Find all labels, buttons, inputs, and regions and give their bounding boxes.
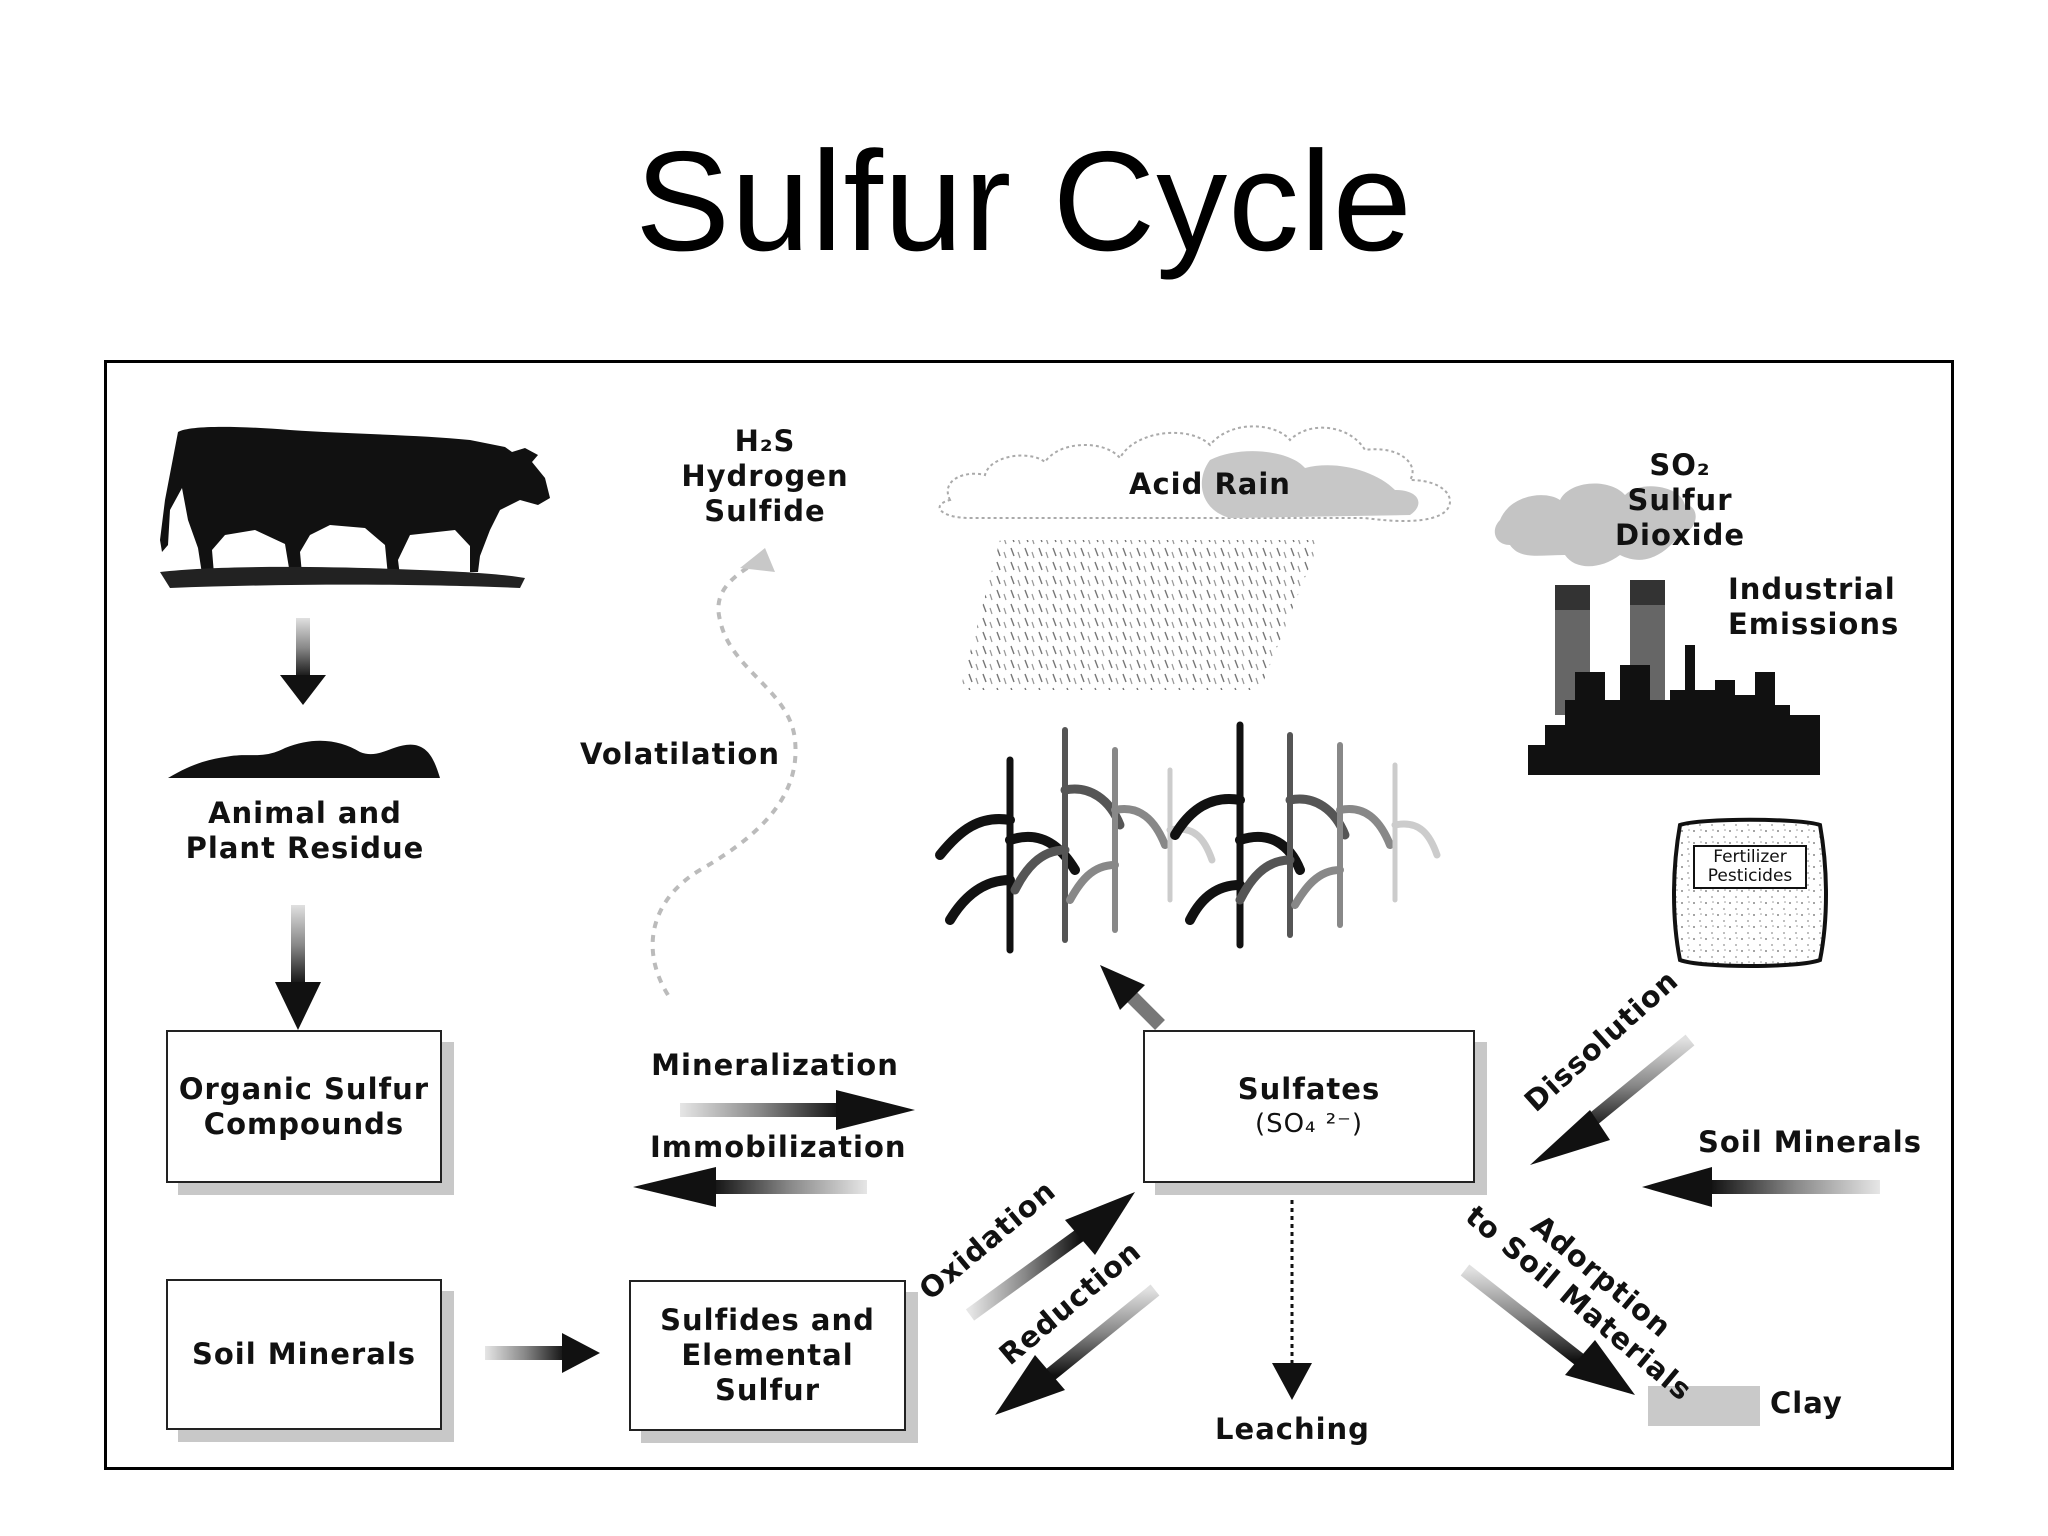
industrial-emissions-label: Industrial Emissions [1728, 572, 1900, 641]
arrow-residue-to-organic [275, 905, 321, 1030]
sulfides-box: Sulfides and Elemental Sulfur [629, 1280, 906, 1431]
soil-minerals-box: Soil Minerals [166, 1279, 442, 1430]
fertilizer-bag-icon [1672, 817, 1828, 968]
soil-minerals-right-label: Soil Minerals [1698, 1125, 1922, 1159]
organic-sulfur-line-2: Compounds [203, 1106, 405, 1141]
adsorption-arrow [1460, 1264, 1635, 1395]
mineralization-label: Mineralization [651, 1048, 899, 1082]
immobilization-arrow [633, 1167, 867, 1207]
corn-plants-icon [935, 721, 1441, 954]
sulfates-line-2: (SO₄ ²⁻) [1254, 1108, 1364, 1139]
so2-label: SO₂ Sulfur Dioxide [1614, 448, 1745, 552]
volatilation-label: Volatilation [580, 737, 780, 771]
dissolution-arrow [1530, 1034, 1695, 1165]
page-title: Sulfur Cycle [635, 122, 1413, 281]
sulfates-box: Sulfates (SO₄ ²⁻) [1143, 1030, 1475, 1183]
organic-sulfur-line-1: Organic Sulfur [178, 1071, 430, 1106]
immobilization-label: Immobilization [650, 1130, 907, 1164]
factory-icon [1494, 483, 1820, 775]
soil-minerals-box-label: Soil Minerals [192, 1337, 416, 1371]
soil-minerals-arrow [1642, 1167, 1880, 1207]
oxidation-arrow [965, 1192, 1135, 1321]
sulfides-line-3: Sulfur [714, 1373, 821, 1407]
clay-swatch [1648, 1386, 1760, 1426]
sulfides-line-1: Sulfides and [660, 1303, 875, 1337]
organic-sulfur-box: Organic Sulfur Compounds [166, 1030, 442, 1183]
h2s-label: H₂S Hydrogen Sulfide [681, 424, 849, 528]
arrow-sulfates-to-plants [1100, 965, 1165, 1030]
animal-plant-residue-label: Animal and Plant Residue [185, 796, 425, 865]
sulfates-line-1: Sulfates [1237, 1071, 1381, 1106]
rain-area [960, 540, 1320, 690]
cloud-icon [938, 425, 1451, 523]
leaching-label: Leaching [1215, 1412, 1370, 1446]
mineralization-arrow [680, 1090, 915, 1130]
clay-label: Clay [1770, 1386, 1843, 1420]
fertilizer-label: Fertilizer Pesticides [1707, 847, 1793, 886]
acid-rain-label: Acid Rain [1129, 467, 1291, 501]
sulfides-line-2: Elemental [681, 1338, 854, 1372]
volatilation-path [650, 548, 798, 997]
cow-icon [160, 426, 550, 588]
arrow-cow-to-residue [280, 618, 326, 705]
reduction-arrow [995, 1284, 1160, 1415]
arrow-soil-to-sulfides [485, 1333, 600, 1373]
residue-mound-icon [168, 740, 440, 778]
leaching-arrow [1272, 1200, 1312, 1400]
